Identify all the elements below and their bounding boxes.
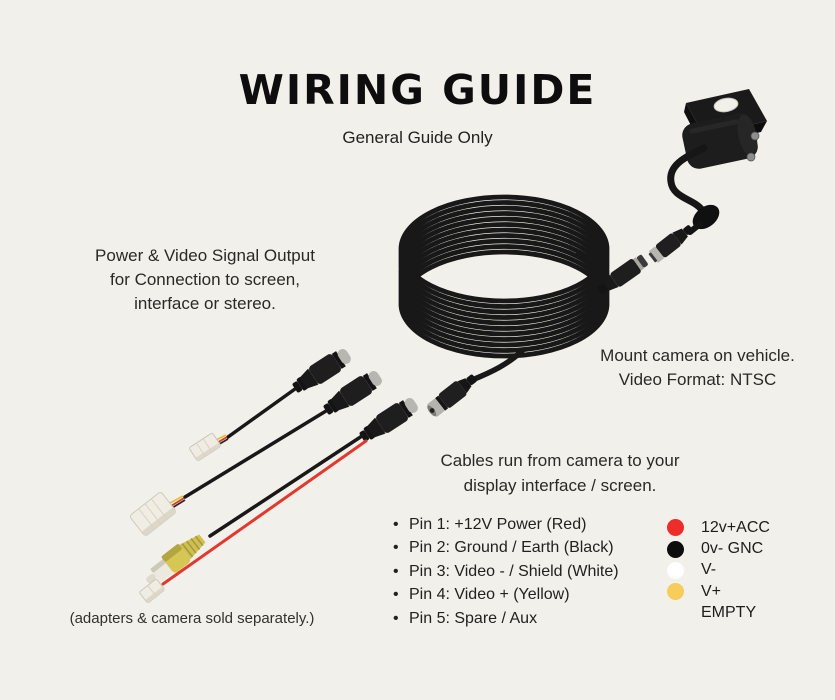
bullet-icon: • (393, 562, 399, 580)
bullet-icon: • (393, 516, 399, 533)
adapter2-cable (183, 409, 328, 499)
main-cable-camera-end-connector (597, 254, 648, 294)
adapter1-white-connector (189, 432, 221, 462)
wire-color-dot-black (667, 540, 684, 558)
pin-list-item: • Pin 5: Spare / Aux (393, 610, 619, 633)
main-cable-display-end-connector (427, 374, 477, 417)
adapter2-wire-yellow (169, 495, 184, 504)
bullet-icon: • (393, 586, 399, 604)
legend-label: V- (701, 561, 717, 579)
page-subtitle: General Guide Only (342, 128, 493, 147)
pin-label: Pin 5: Spare / Aux (409, 609, 538, 627)
pin-label: Pin 1: +12V Power (Red) (409, 516, 587, 533)
adapter2-barrel-connector (323, 370, 382, 415)
adapter2-wire-black (171, 499, 186, 509)
legend-label: EMPTY (701, 604, 757, 622)
pin-list: • Pin 1: +12V Power (Red) • Pin 2: Groun… (393, 516, 619, 633)
pin-list-item: • Pin 4: Video + (Yellow) (393, 586, 619, 609)
legend-row: EMPTY (667, 603, 770, 624)
coil-right-tail (575, 252, 607, 290)
camera-bracket-hole (713, 97, 739, 113)
pin-label: Pin 3: Video - / Shield (White) (409, 562, 619, 580)
adapter3-power-connector (139, 579, 165, 603)
signal-output-note: Power & Video Signal Output for Connecti… (95, 246, 315, 313)
camera-illustration (648, 89, 767, 263)
adapter-cables-illustration (129, 348, 418, 603)
legend-row: V+ (667, 581, 770, 602)
adapter3-wire-red (161, 439, 368, 586)
adapter1-barrel-connector (292, 348, 351, 393)
legend-label: V+ (701, 582, 722, 600)
camera-screw-top (750, 131, 760, 141)
page-title: WIRING GUIDE (238, 66, 597, 114)
pin-list-item: • Pin 2: Ground / Earth (Black) (393, 539, 619, 562)
coil-bottom-tail (469, 348, 525, 383)
bullet-icon: • (393, 539, 399, 557)
rca-video-connector (146, 534, 206, 584)
legend-row: V- (667, 560, 770, 581)
adapter1-cable (226, 387, 297, 439)
legend-row: 12v+ACC (667, 517, 770, 538)
coiled-cable-illustration (398, 194, 610, 359)
adapter3-barrel-connector (359, 397, 418, 442)
mount-camera-note: Mount camera on vehicle. Video Format: N… (600, 346, 795, 389)
legend-label: 12v+ACC (701, 518, 770, 536)
wire-color-dot-white (667, 561, 684, 579)
camera-connector (648, 225, 693, 263)
wire-color-dot-red (667, 519, 684, 537)
pin-list-item: • Pin 3: Video - / Shield (White) (393, 563, 619, 586)
camera-screw-bottom (746, 152, 756, 162)
adapter2-white-connector (129, 492, 177, 536)
legend-label: 0v- GNC (701, 540, 764, 558)
sold-separately-footnote: (adapters & camera sold separately.) (69, 610, 315, 627)
wire-color-dot-yellow (667, 583, 684, 601)
wire-color-legend: 12v+ACC 0v- GNC V- V+ EMPTY (667, 517, 770, 624)
adapter2-wire-red (170, 497, 185, 507)
cable-run-note: Cables run from camera to your display i… (440, 451, 680, 495)
adapter3-wire-black (208, 434, 364, 538)
pin-label: Pin 2: Ground / Earth (Black) (409, 539, 614, 557)
pin-list-item: • Pin 1: +12V Power (Red) (393, 516, 619, 539)
camera-cable (667, 144, 708, 214)
pin-label: Pin 4: Video + (Yellow) (409, 586, 570, 604)
coil-loop (398, 249, 610, 359)
camera-body (682, 113, 758, 169)
legend-row: 0v- GNC (667, 538, 770, 559)
bullet-icon: • (393, 609, 399, 627)
